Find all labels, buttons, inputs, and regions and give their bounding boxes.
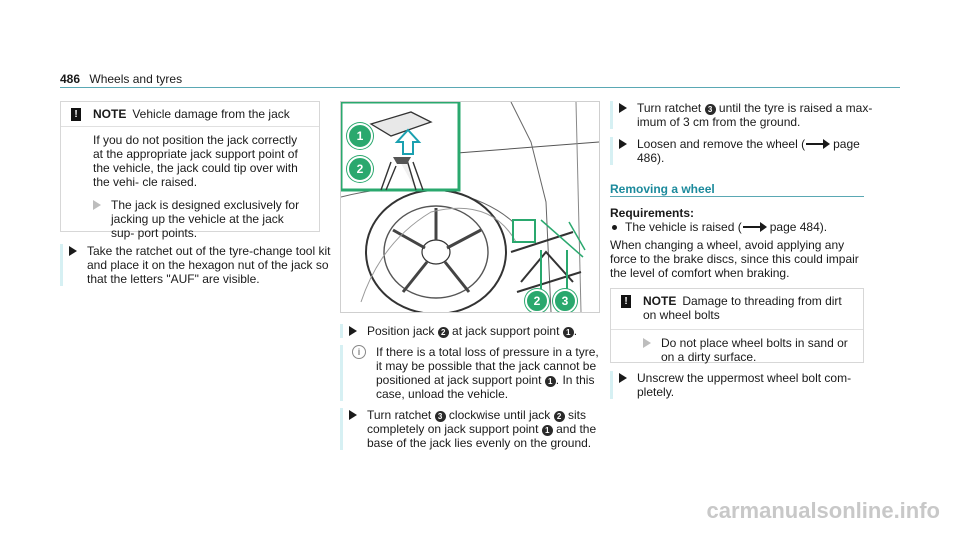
warning-icon: ! xyxy=(621,295,631,308)
requirement-item: The vehicle is raised (page 484). xyxy=(610,220,864,234)
step-raise-tyre: Turn ratchet 3 until the tyre is raised … xyxy=(610,101,881,129)
note-header: ! NOTE Vehicle damage from the jack xyxy=(61,102,319,127)
step-unscrew-bolt: Unscrew the uppermost wheel bolt com- pl… xyxy=(610,371,881,399)
step-loosen-wheel: Loosen and remove the wheel (page 486). xyxy=(610,137,881,165)
jack-illustration: 1 2 2 3 xyxy=(340,101,600,313)
number-badge: 1 xyxy=(562,327,574,338)
note-body: If you do not position the jack correctl… xyxy=(93,133,298,189)
note-label: NOTE xyxy=(93,107,127,121)
note-step: The jack is designed exclusively for jac… xyxy=(61,189,319,240)
callout-3: 3 xyxy=(553,289,577,312)
number-badge: 1 xyxy=(544,376,556,387)
note-label: NOTE xyxy=(643,294,677,308)
step-arrow-icon xyxy=(69,246,77,256)
number-badge: 3 xyxy=(704,104,716,115)
step-arrow-icon xyxy=(619,103,627,113)
page-number: 486 xyxy=(60,72,81,86)
callout-1: 1 xyxy=(347,123,373,149)
note-step: Do not place wheel bolts in sand or on a… xyxy=(611,330,863,364)
page-ref-arrow-icon xyxy=(806,139,831,149)
callout-2-lower: 2 xyxy=(525,289,549,312)
watermark: carmanualsonline.info xyxy=(706,498,941,523)
number-badge: 2 xyxy=(553,411,565,422)
header-rule xyxy=(60,87,900,88)
step-arrow-icon xyxy=(643,338,651,348)
info-text: If there is a total loss of pressure in … xyxy=(376,345,599,401)
callout-2: 2 xyxy=(347,156,373,182)
step-text: Loosen and remove the wheel (page 486). xyxy=(637,137,860,165)
step-position-jack: Position jack 2 at jack support point 1. xyxy=(340,324,611,338)
note-step-text: Do not place wheel bolts in sand or on a… xyxy=(661,336,848,364)
number-badge: 3 xyxy=(434,411,446,422)
step-arrow-icon xyxy=(349,326,357,336)
step-take-ratchet: Take the ratchet out of the tyre-change … xyxy=(60,244,331,286)
page-title: Wheels and tyres xyxy=(89,72,183,86)
page-header: 486 Wheels and tyres xyxy=(60,72,900,88)
note-title: Damage to threading from dirt on wheel b… xyxy=(643,294,842,322)
bullet-icon xyxy=(612,225,617,230)
page-ref-arrow-icon xyxy=(742,222,767,232)
info-pressure-loss: i If there is a total loss of pressure i… xyxy=(340,345,602,401)
step-arrow-icon xyxy=(619,139,627,149)
note-step-text: The jack is designed exclusively for jac… xyxy=(111,198,300,240)
brake-disc-paragraph: When changing a wheel, avoid applying an… xyxy=(610,238,859,280)
page-ref-link[interactable]: page 484 xyxy=(769,220,820,234)
note-heading: NOTE Vehicle damage from the jack xyxy=(93,107,290,121)
page-ref-link[interactable]: page 486 xyxy=(637,137,860,165)
step-turn-ratchet-clockwise: Turn ratchet 3 clockwise until jack 2 si… xyxy=(340,408,611,450)
info-icon: i xyxy=(352,345,366,359)
note-box-jack: ! NOTE Vehicle damage from the jack If yo… xyxy=(60,101,320,240)
requirement-text: The vehicle is raised (page 484). xyxy=(625,220,828,234)
section-title: Removing a wheel xyxy=(610,182,715,196)
step-text: Turn ratchet 3 until the tyre is raised … xyxy=(637,101,873,129)
jack-diagram-svg xyxy=(341,102,599,312)
requirements-label: Requirements: xyxy=(610,206,695,220)
step-arrow-icon xyxy=(93,200,101,210)
note-title: Vehicle damage from the jack xyxy=(132,107,290,121)
number-badge: 2 xyxy=(437,327,449,338)
step-text: Unscrew the uppermost wheel bolt com- pl… xyxy=(637,371,852,399)
number-badge: 1 xyxy=(541,425,553,436)
step-arrow-icon xyxy=(349,410,357,420)
step-text: Position jack 2 at jack support point 1. xyxy=(367,324,578,338)
step-text: Take the ratchet out of the tyre-change … xyxy=(87,244,331,286)
step-arrow-icon xyxy=(619,373,627,383)
step-text: Turn ratchet 3 clockwise until jack 2 si… xyxy=(367,408,597,450)
warning-icon: ! xyxy=(71,108,81,121)
section-rule xyxy=(610,196,864,197)
